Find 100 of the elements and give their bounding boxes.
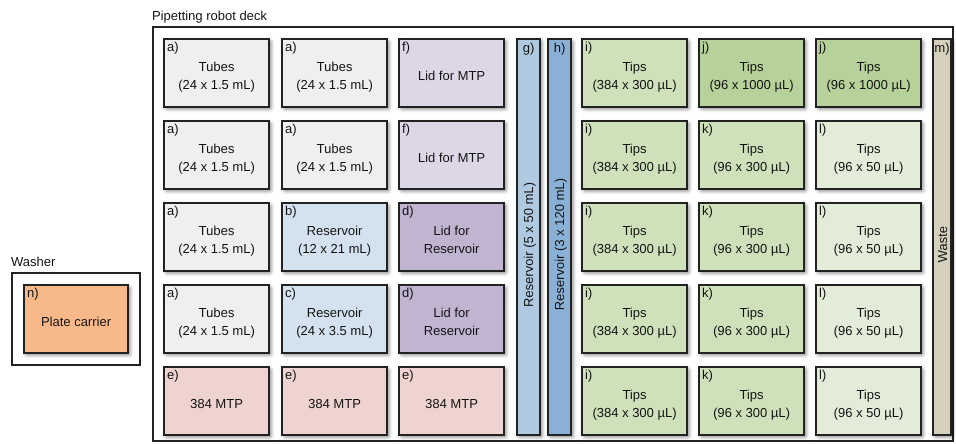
labware-label: Tips (384 x 300 µL): [592, 140, 677, 176]
labware-label: Tips (384 x 300 µL): [592, 386, 677, 422]
area-heading: Pipetting robot deck: [152, 8, 267, 24]
labware-label: Tips (96 x 50 µL): [834, 386, 904, 422]
position-letter: l): [819, 368, 826, 382]
position-letter: h): [554, 41, 566, 55]
position-letter: f): [402, 40, 410, 54]
labware-tile: [398, 120, 505, 190]
position-letter: i): [585, 204, 592, 218]
position-letter: k): [702, 368, 713, 382]
labware-tile: [581, 38, 688, 108]
labware-label: Tips (384 x 300 µL): [592, 304, 677, 340]
labware-column: [516, 38, 541, 436]
position-letter: k): [702, 204, 713, 218]
labware-label: Reservoir (24 x 3.5 mL): [296, 304, 373, 340]
labware-label: Tips (96 x 300 µL): [713, 386, 790, 422]
position-letter: a): [167, 40, 179, 54]
labware-label: Reservoir (5 x 50 mL): [521, 182, 536, 307]
labware-tile: [163, 284, 270, 354]
labware-column: [547, 38, 572, 436]
labware-tile: [163, 202, 270, 272]
labware-tile: [815, 202, 922, 272]
labware-tile: [281, 120, 388, 190]
labware-label: Tips (96 x 300 µL): [713, 304, 790, 340]
labware-tile: [698, 120, 805, 190]
labware-tile: [163, 366, 270, 436]
labware-tile: [581, 284, 688, 354]
position-letter: f): [402, 122, 410, 136]
labware-label: Plate carrier: [40, 313, 112, 331]
labware-tile: [815, 284, 922, 354]
labware-tile: [698, 38, 805, 108]
position-letter: a): [167, 204, 179, 218]
labware-tile: [815, 366, 922, 436]
labware-label: Tips (96 x 300 µL): [713, 140, 790, 176]
labware-tile: [698, 284, 805, 354]
labware-label: Tubes (24 x 1.5 mL): [178, 222, 255, 258]
position-letter: e): [402, 368, 414, 382]
labware-label: Lid for MTP: [418, 67, 486, 85]
labware-label: Tips (96 x 1000 µL): [826, 58, 911, 94]
labware-label: Tubes (24 x 1.5 mL): [178, 58, 255, 94]
position-letter: a): [285, 122, 297, 136]
position-letter: e): [285, 368, 297, 382]
labware-column: [932, 38, 952, 436]
labware-label: 384 MTP: [308, 395, 361, 413]
labware-label: Tips (96 x 50 µL): [834, 222, 904, 258]
labware-tile: [581, 120, 688, 190]
labware-tile: [163, 120, 270, 190]
position-letter: d): [402, 204, 414, 218]
labware-label: Tubes (24 x 1.5 mL): [178, 140, 255, 176]
labware-label: Tips (384 x 300 µL): [592, 222, 677, 258]
labware-label: Waste: [934, 226, 950, 263]
labware-label: Lid for MTP: [418, 149, 486, 167]
labware-tile: [398, 366, 505, 436]
position-letter: i): [585, 40, 592, 54]
position-letter: n): [27, 286, 39, 300]
position-letter: m): [934, 41, 950, 55]
labware-label: Reservoir (12 x 21 mL): [298, 222, 371, 258]
labware-label: Tips (96 x 300 µL): [713, 222, 790, 258]
position-letter: e): [167, 368, 179, 382]
labware-label: 384 MTP: [425, 395, 478, 413]
labware-tile: [581, 366, 688, 436]
labware-label: 384 MTP: [190, 395, 243, 413]
labware-tile: [698, 366, 805, 436]
labware-label: Lid for Reservoir: [424, 304, 480, 340]
position-letter: i): [585, 368, 592, 382]
labware-tile: [815, 120, 922, 190]
labware-tile: [163, 38, 270, 108]
position-letter: k): [702, 122, 713, 136]
labware-tile: [398, 38, 505, 108]
labware-label: Tips (96 x 50 µL): [834, 140, 904, 176]
position-letter: a): [285, 40, 297, 54]
position-letter: g): [522, 41, 534, 55]
position-letter: d): [402, 286, 414, 300]
position-letter: c): [285, 286, 296, 300]
labware-tile: [281, 366, 388, 436]
labware-label: Tips (96 x 1000 µL): [709, 58, 794, 94]
position-letter: l): [819, 122, 826, 136]
labware-label: Tips (96 x 50 µL): [834, 304, 904, 340]
position-letter: i): [585, 122, 592, 136]
position-letter: b): [285, 204, 297, 218]
position-letter: j): [702, 40, 710, 54]
position-letter: a): [167, 122, 179, 136]
position-letter: k): [702, 286, 713, 300]
area-heading: Washer: [11, 254, 56, 270]
labware-label: Tubes (24 x 1.5 mL): [296, 140, 373, 176]
labware-tile: [281, 202, 388, 272]
position-letter: i): [585, 286, 592, 300]
labware-tile: [281, 284, 388, 354]
labware-label: Tubes (24 x 1.5 mL): [296, 58, 373, 94]
labware-tile: [281, 38, 388, 108]
labware-label: Tubes (24 x 1.5 mL): [178, 304, 255, 340]
labware-tile: [398, 202, 505, 272]
labware-tile: [698, 202, 805, 272]
labware-tile: [23, 284, 129, 354]
labware-label: Reservoir (3 x 120 mL): [552, 178, 567, 311]
labware-label: Tips (384 x 300 µL): [592, 58, 677, 94]
position-letter: j): [819, 40, 826, 54]
position-letter: l): [819, 286, 826, 300]
labware-tile: [398, 284, 505, 354]
labware-label: Lid for Reservoir: [424, 222, 480, 258]
